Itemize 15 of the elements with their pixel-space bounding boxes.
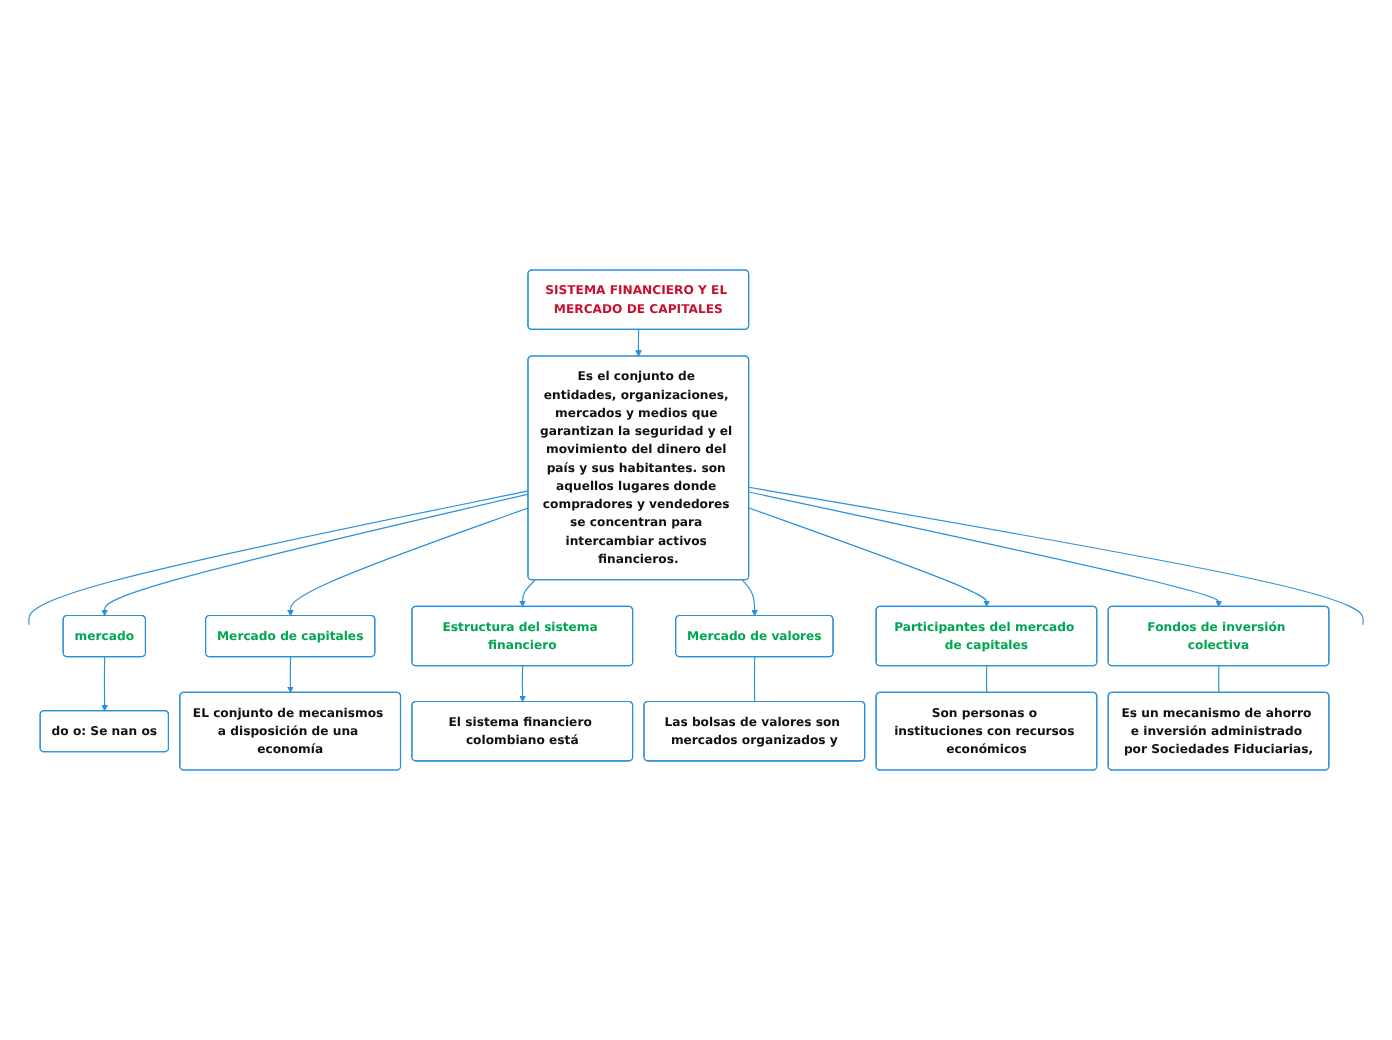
arrow [741, 579, 758, 617]
arrow [635, 329, 642, 357]
arrow [101, 493, 529, 617]
connector [28, 490, 529, 626]
arrow [748, 491, 1223, 608]
connector [748, 486, 1364, 626]
arrow [287, 656, 294, 694]
connector [753, 656, 756, 703]
arrow [519, 579, 536, 608]
connector [986, 665, 988, 694]
arrow [101, 656, 108, 712]
arrow [287, 507, 529, 617]
arrow [519, 665, 526, 703]
connector [1218, 665, 1220, 694]
arrow [748, 507, 990, 608]
